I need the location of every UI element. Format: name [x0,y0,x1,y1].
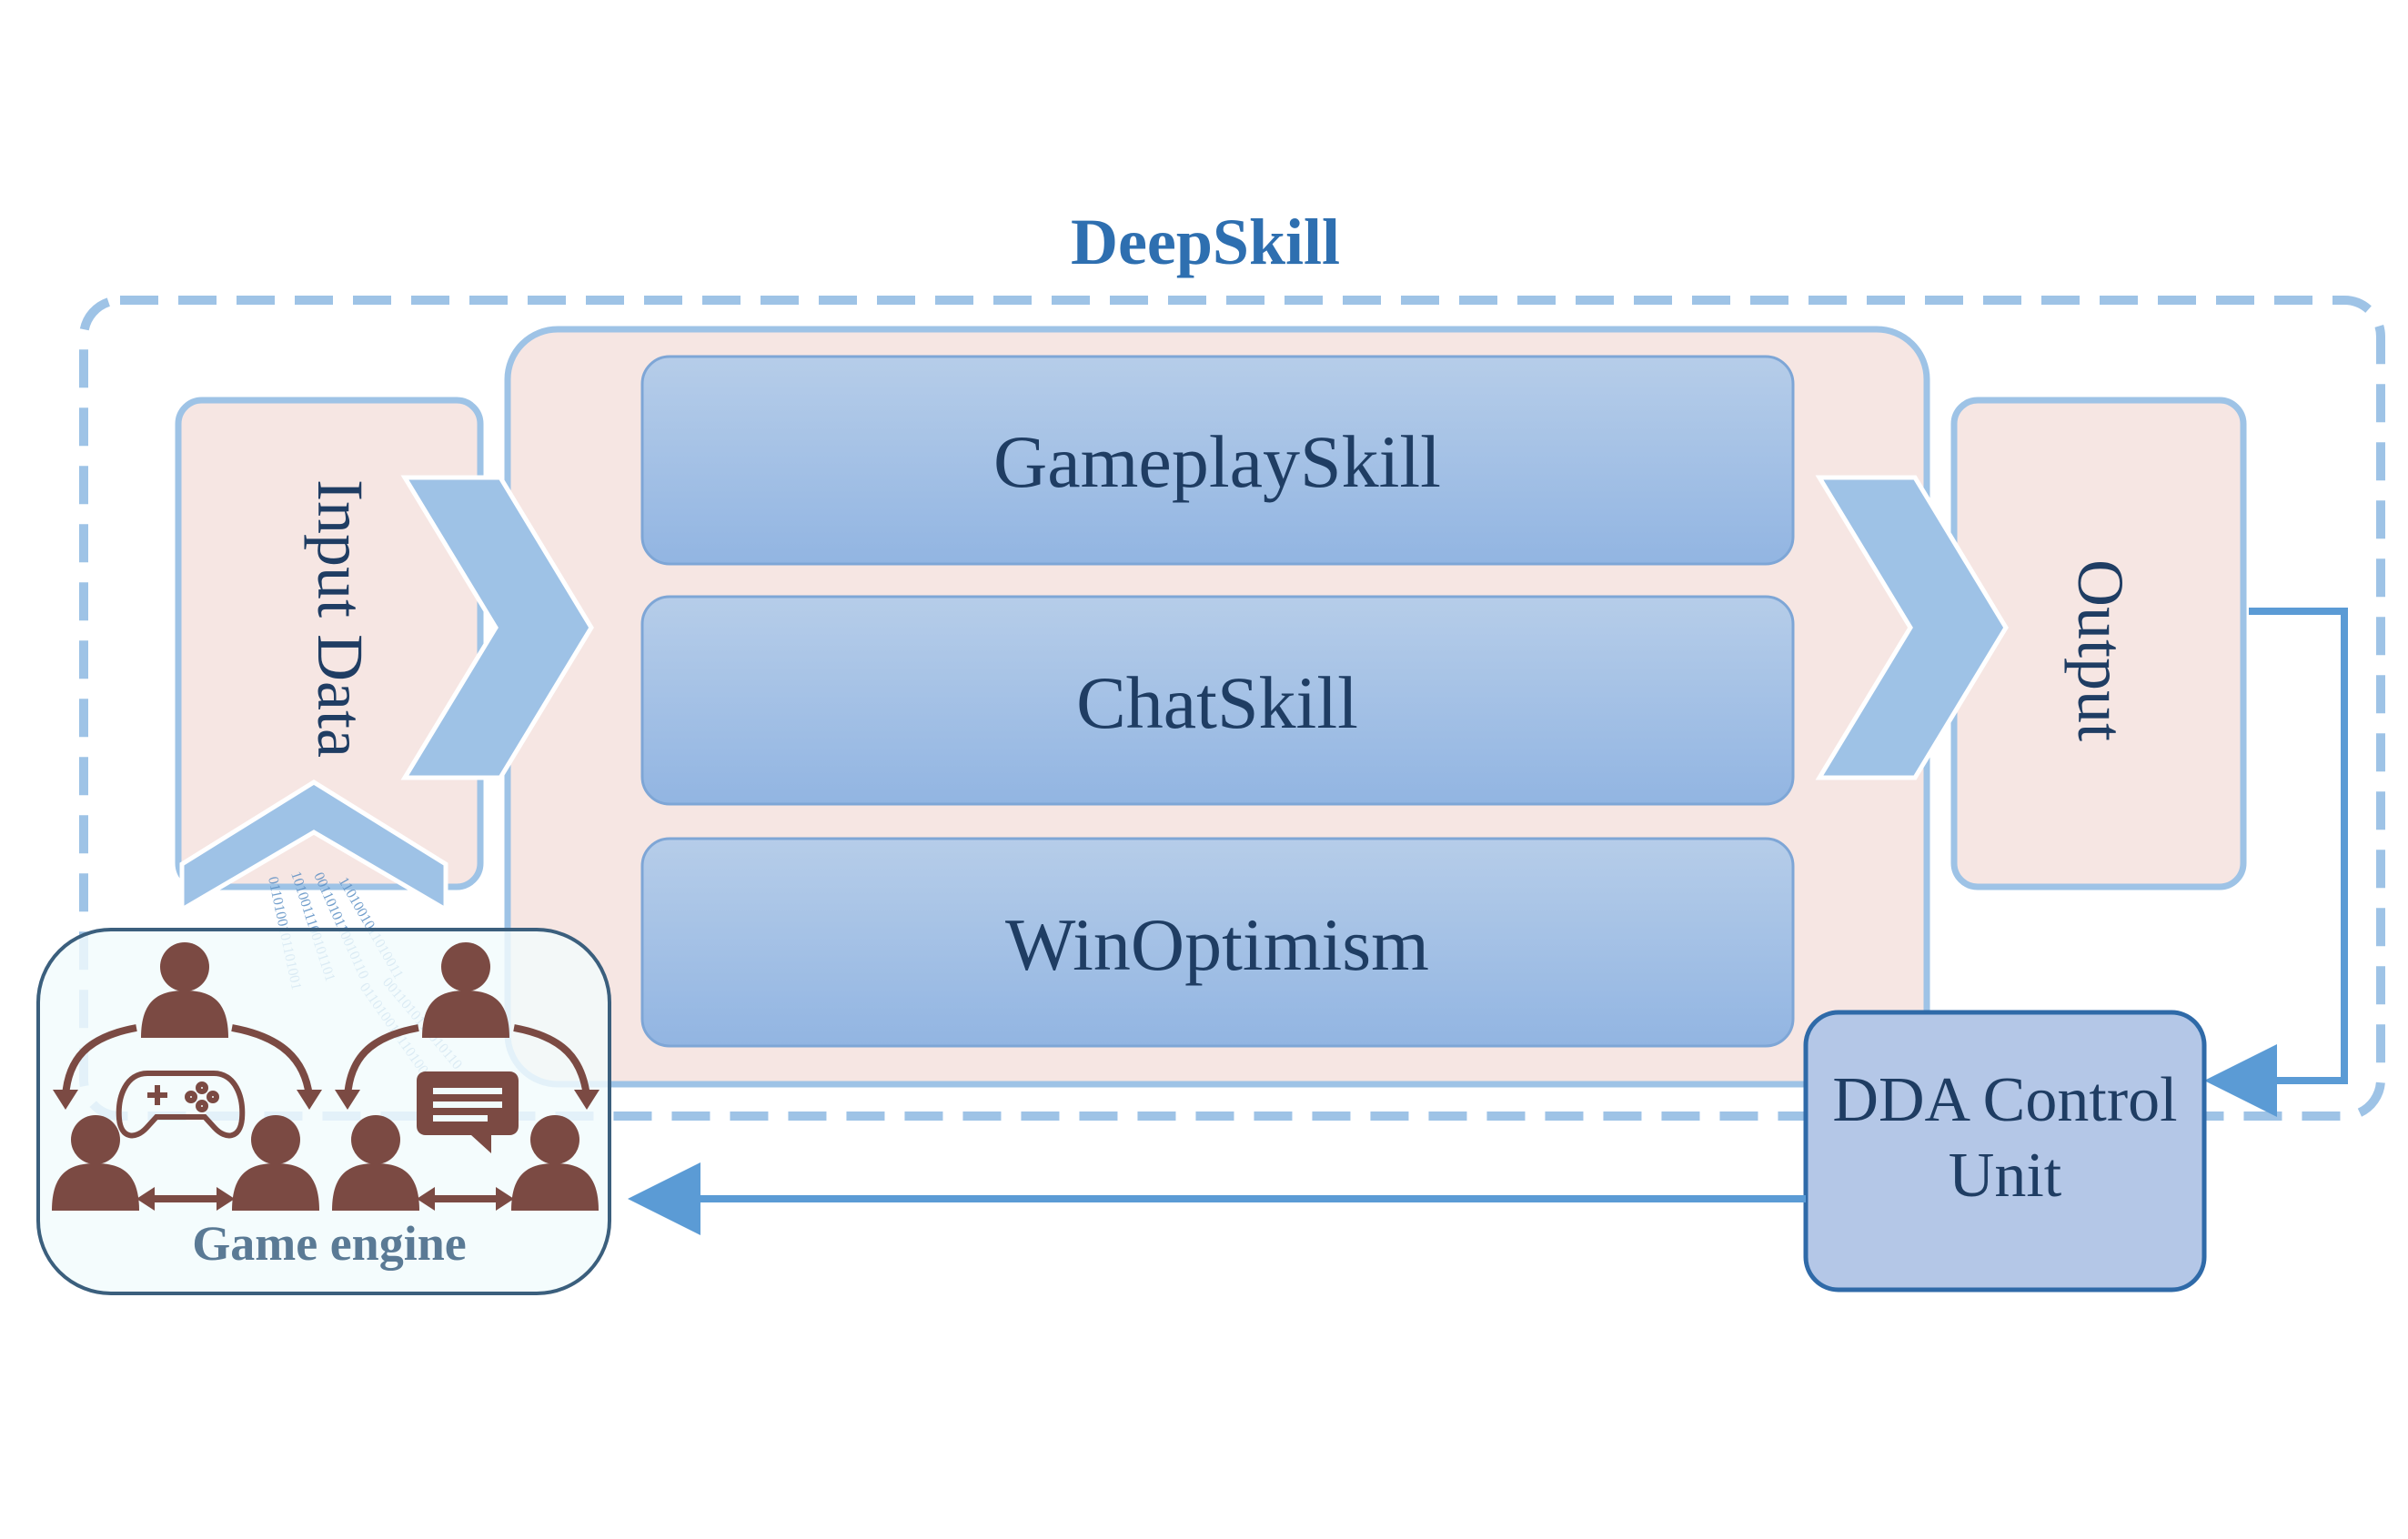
module-label-winoptimism: WinOptimism [1005,903,1429,986]
game-engine-illustration [52,942,599,1211]
chevron-skills-to-output [1815,475,2009,780]
input-data-label: Input Data [304,479,377,758]
game-engine-label: Game engine [192,1216,466,1271]
output-label: Output [2064,559,2137,741]
input-data-panel [175,397,484,890]
arrow-output-to-dda [2204,608,2348,1117]
diagram-title: DeepSkill [1071,206,1340,278]
chat-bubble-icon [417,1071,519,1153]
chevron-engine-to-input [179,780,448,914]
dda-label-line1: DDA Control [1832,1065,2177,1135]
dda-control-unit [1803,1010,2207,1293]
module-label-gameplayskill: GameplaySkill [993,420,1441,503]
module-gameplayskill: GameplaySkill [640,355,1795,566]
module-winoptimism: WinOptimism [640,837,1795,1048]
gamepad-icon [116,1071,246,1139]
chevron-input-to-skills [400,475,594,780]
curved-arrow-icons [62,1024,590,1097]
module-label-chatskill: ChatSkill [1076,661,1358,744]
module-chatskill: ChatSkill [640,595,1795,806]
deepskill-frame [79,296,2385,1121]
dda-label-line2: Unit [1949,1141,2062,1211]
